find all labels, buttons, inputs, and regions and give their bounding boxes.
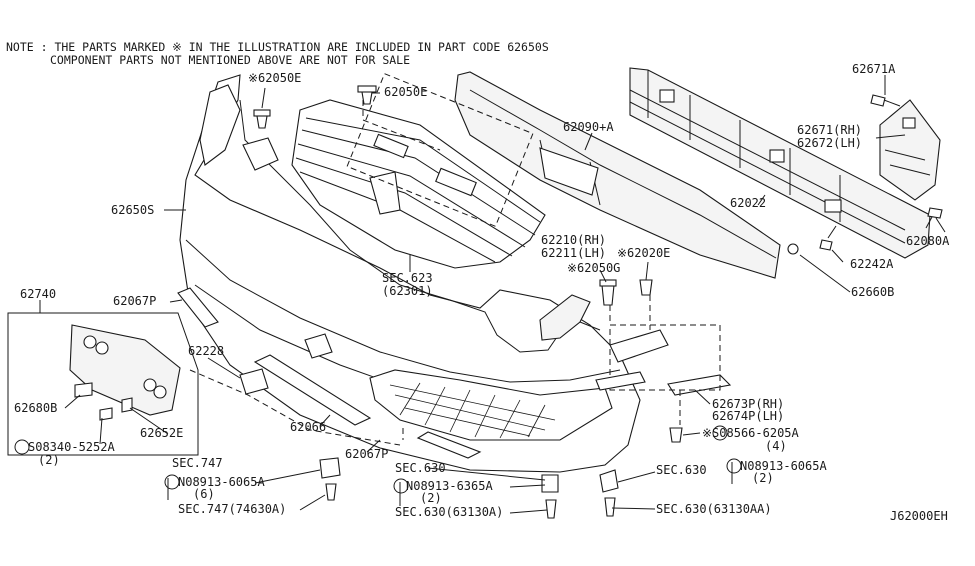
- label-08913-c-qty: (2): [752, 471, 774, 485]
- bolt-62671A: [870, 94, 901, 107]
- label-08913-b-qty: (2): [420, 491, 442, 505]
- energy-absorber-62090A: [454, 71, 781, 279]
- label-62080A: 62080A: [906, 234, 950, 248]
- label-sec623: SEC.623: [382, 271, 433, 285]
- clip-62050E-b: [357, 85, 377, 105]
- clip-62020E: [639, 279, 653, 296]
- label-62660B: 62660B: [851, 285, 894, 299]
- label-08913-b: N08913-6365A: [406, 479, 493, 493]
- label-62242A: 62242A: [850, 257, 894, 271]
- lower-grille-mesh: [389, 382, 556, 439]
- label-62650S: 62650S: [111, 203, 154, 217]
- bracket-marks: [167, 462, 733, 506]
- strip-62067P-lower: [416, 431, 482, 459]
- label-62090A: 62090+A: [563, 120, 614, 134]
- label-62067P-b: 62067P: [345, 447, 388, 461]
- label-sec630-a: SEC.630: [395, 461, 446, 475]
- label-62301: (62301): [382, 284, 433, 298]
- label-08913-a-qty: (6): [193, 487, 215, 501]
- diagram-id: J62000EH: [890, 509, 948, 523]
- grille-62301: [291, 99, 546, 269]
- label-62673P: 62673P(RH): [712, 397, 784, 411]
- label-62672LH: 62672(LH): [797, 136, 862, 150]
- label-62050G: ※62050G: [567, 261, 620, 275]
- label-62210RH: 62210(RH): [541, 233, 606, 247]
- label-08913-c: N08913-6065A: [740, 459, 827, 473]
- s-marker-08340: [14, 439, 30, 455]
- label-08566: ※S08566-6205A: [702, 426, 800, 440]
- clip-lower-1: [319, 457, 341, 501]
- label-62671A: 62671A: [852, 62, 896, 76]
- label-sec630-63130AA: SEC.630(63130AA): [656, 502, 772, 516]
- clip-62050E-a: [253, 109, 271, 129]
- label-62211LH: 62211(LH): [541, 246, 606, 260]
- nut-62660B: [787, 243, 799, 255]
- label-sec747: SEC.747: [172, 456, 223, 470]
- label-62067P-a: 62067P: [113, 294, 156, 308]
- label-62671RH: 62671(RH): [797, 123, 862, 137]
- label-62652E: 62652E: [140, 426, 183, 440]
- n-marker-08913-c: [726, 458, 742, 474]
- side-bracket-62673P: [667, 374, 732, 396]
- label-62674P: 62674P(LH): [712, 409, 784, 423]
- clip-lower-3: [599, 469, 619, 517]
- label-08340: S08340-5252A: [28, 440, 115, 454]
- label-08566-qty: (4): [765, 439, 787, 453]
- strip-62066: [253, 354, 372, 426]
- s-marker-08566: [712, 425, 728, 441]
- bumper-bracket-62671: [879, 99, 941, 201]
- label-62020E: ※62020E: [617, 246, 670, 260]
- n-marker-08913-a: [164, 474, 180, 490]
- label-62680B: 62680B: [14, 401, 57, 415]
- note-line-1: NOTE : THE PARTS MARKED ※ IN THE ILLUSTR…: [6, 40, 549, 54]
- label-08913-a: N08913-6065A: [178, 475, 265, 489]
- bracket-62210: [539, 294, 591, 341]
- label-62050E-b: 62050E: [384, 85, 427, 99]
- label-sec630-63130A: SEC.630(63130A): [395, 505, 503, 519]
- bumper-reinforcement-62022: [629, 67, 931, 259]
- license-plate-bracket-inset: [7, 312, 199, 456]
- label-08340-qty: (2): [38, 453, 60, 467]
- label-62050E-a: ※62050E: [248, 71, 301, 85]
- bolt-62080A: [925, 207, 943, 229]
- label-62740: 62740: [20, 287, 56, 301]
- n-marker-08913-b: [393, 478, 409, 494]
- strip-62067P-upper: [177, 287, 219, 328]
- label-62228: 62228: [188, 344, 224, 358]
- clip-lower-2: [541, 474, 559, 519]
- clip-62050G: [599, 279, 617, 306]
- label-62022: 62022: [730, 196, 766, 210]
- note-line-2: COMPONENT PARTS NOT MENTIONED ABOVE ARE …: [50, 53, 410, 67]
- label-sec747-74630A: SEC.747(74630A): [178, 502, 286, 516]
- retainer-bracket: [595, 329, 669, 391]
- label-62066: 62066: [290, 420, 326, 434]
- screw-08566: [669, 427, 683, 443]
- label-sec630-b: SEC.630: [656, 463, 707, 477]
- tow-hook-cover-62228: [239, 368, 269, 395]
- bolt-62242A: [819, 225, 837, 251]
